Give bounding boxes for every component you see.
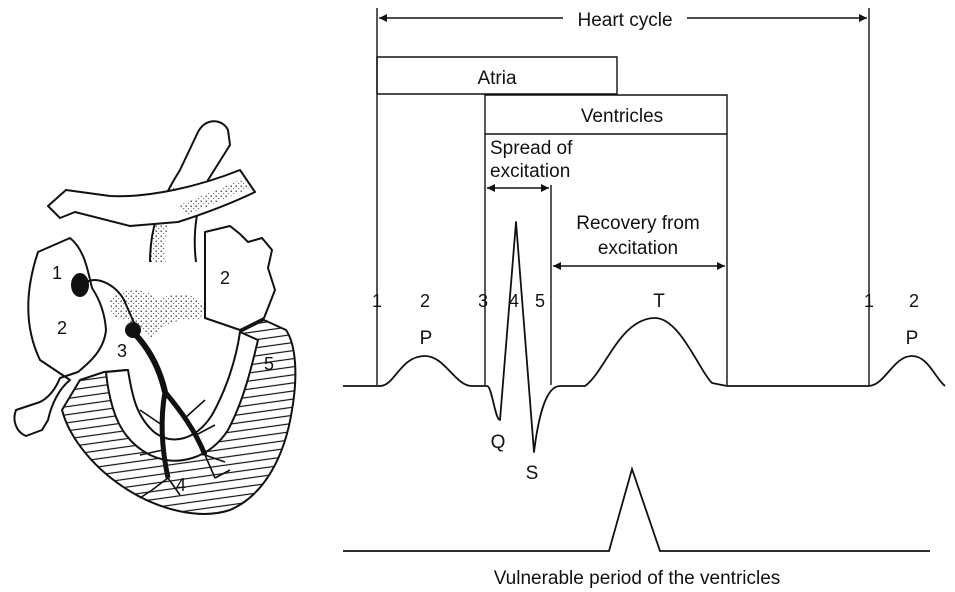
marker-4: 4 bbox=[509, 291, 519, 311]
marker-2-first: 2 bbox=[420, 291, 430, 311]
recovery-label-line2: excitation bbox=[598, 238, 678, 259]
septum-stipple bbox=[110, 290, 205, 340]
marker-3: 3 bbox=[478, 291, 488, 311]
heart-label-2-left: 2 bbox=[57, 318, 67, 338]
heart-cycle-label: Heart cycle bbox=[577, 10, 672, 31]
spread-label-line1: Spread of bbox=[490, 138, 573, 159]
wave-p-first: P bbox=[420, 328, 433, 349]
marker-1-second: 1 bbox=[864, 291, 874, 311]
wave-t: T bbox=[653, 291, 665, 312]
marker-5: 5 bbox=[535, 291, 545, 311]
vulnerable-curve bbox=[343, 469, 930, 551]
heart-label-4: 4 bbox=[176, 475, 186, 495]
heart-label-1: 1 bbox=[52, 263, 62, 283]
wave-q: Q bbox=[491, 432, 506, 453]
wave-p-second: P bbox=[906, 328, 919, 349]
left-atrium bbox=[205, 226, 275, 330]
right-bundle-branch bbox=[162, 392, 168, 478]
heart-label-5: 5 bbox=[264, 354, 274, 374]
spread-label-line2: excitation bbox=[490, 161, 570, 182]
heart-label-3: 3 bbox=[117, 341, 127, 361]
marker-2-second: 2 bbox=[909, 291, 919, 311]
timing-brackets bbox=[377, 8, 869, 385]
recovery-label-line1: Recovery from bbox=[576, 213, 700, 234]
vulnerable-period-label: Vulnerable period of the ventricles bbox=[494, 568, 781, 589]
sinus-node-1 bbox=[72, 274, 88, 296]
marker-1-first: 1 bbox=[372, 291, 382, 311]
ventricles-label: Ventricles bbox=[581, 106, 663, 127]
bundle-of-his bbox=[135, 334, 165, 392]
atria-label: Atria bbox=[477, 68, 517, 89]
heart-label-2-right: 2 bbox=[220, 268, 230, 288]
wave-s: S bbox=[526, 463, 539, 484]
